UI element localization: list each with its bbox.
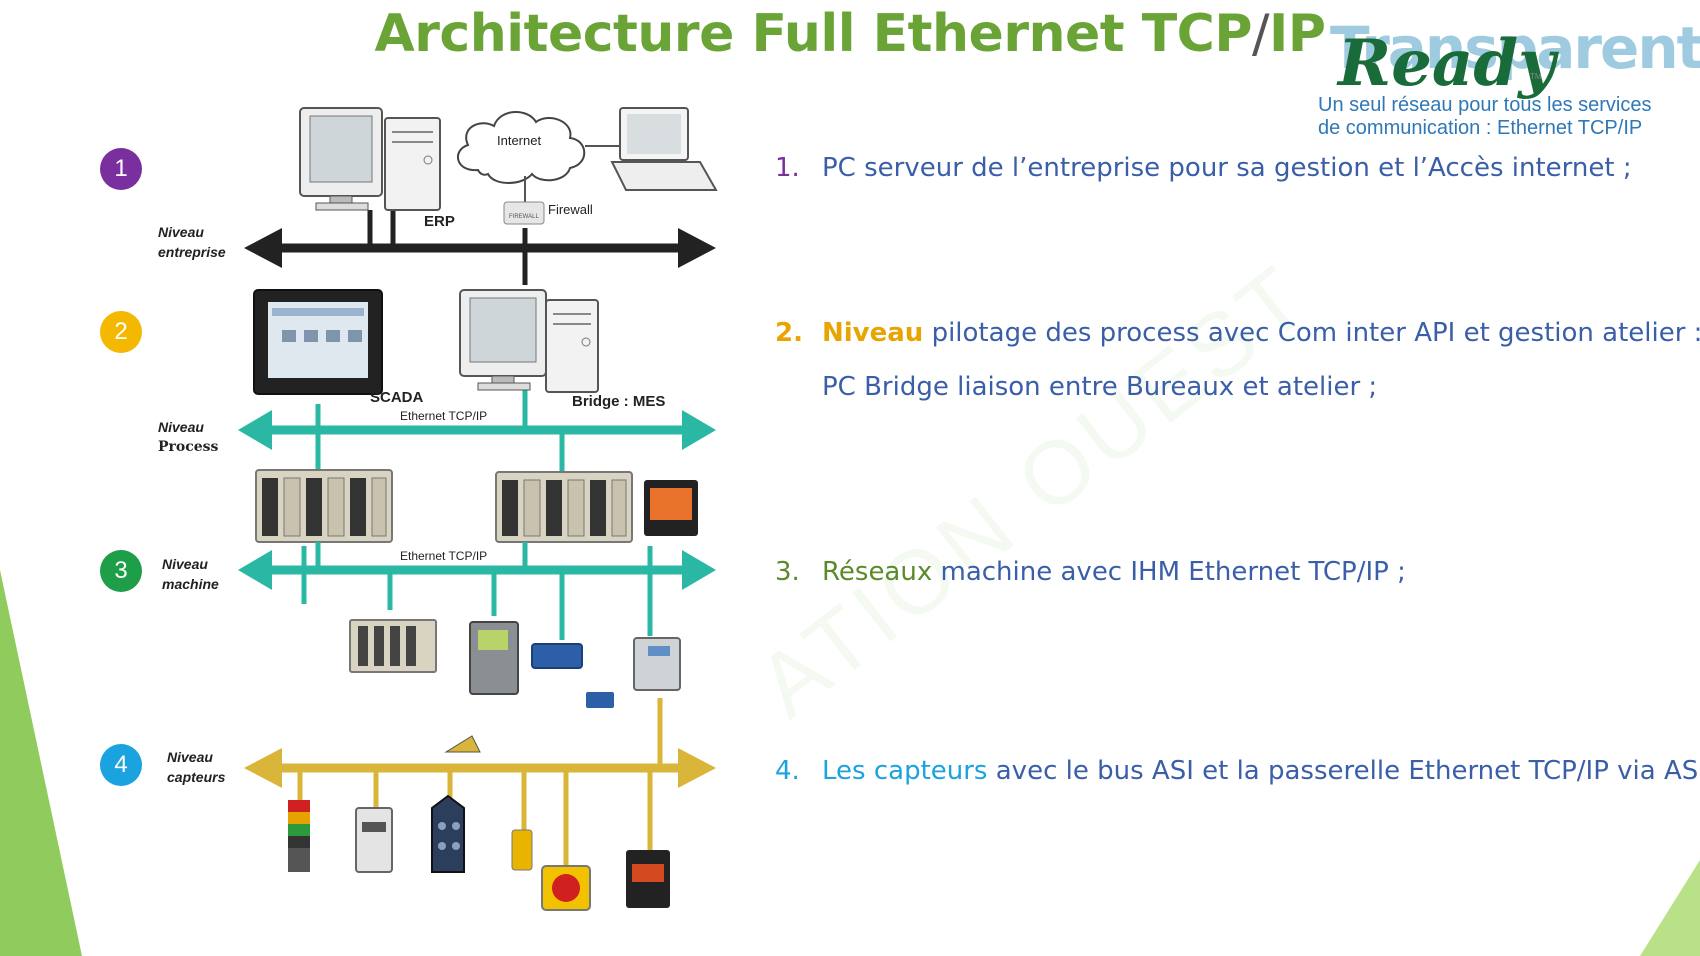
erp-pc-icon [299, 107, 441, 211]
network-switch-icon [531, 643, 614, 708]
process-bus [238, 390, 716, 472]
io-module-icon [349, 619, 437, 673]
logo-tm: TM [1530, 72, 1542, 81]
internet-label: Internet [497, 133, 541, 148]
level-label-line1: Niveau [167, 749, 213, 765]
erp-label: ERP [424, 213, 455, 230]
description-highlight: Les capteurs [822, 756, 988, 786]
firewall-icon [503, 176, 545, 225]
description-2: 2. Niveau pilotage des process avec Com i… [775, 315, 1700, 405]
emergency-stop-icon [541, 865, 591, 911]
laptop-icon [585, 107, 718, 191]
description-highlight: PC [822, 153, 856, 183]
ethernet-label-process: Ethernet TCP/IP [400, 409, 487, 423]
description-continuation: PC Bridge liaison entre Bureaux et ateli… [822, 372, 1378, 402]
plc-rack-icon-2 [495, 471, 633, 543]
safety-relay-icon [626, 850, 670, 908]
hmi-terminal-icon [644, 480, 698, 536]
description-text: serveur de l’entreprise pour sa gestion … [855, 153, 1632, 183]
level-label-line2: machine [162, 576, 219, 592]
level-label-capteurs: Niveau capteurs [167, 747, 225, 787]
transparent-ready-logo: Transparent Ready TM Un seul réseau pour… [1318, 6, 1700, 146]
firewall-box-label: FIREWALL [509, 214, 539, 220]
title-tail: IP [1268, 4, 1326, 64]
logo-word: Transparent [1330, 14, 1700, 82]
level-label-line2: capteurs [167, 769, 226, 785]
level-label-line1: Niveau [158, 224, 204, 240]
enterprise-bus [244, 210, 716, 285]
asi-bus [244, 698, 716, 866]
internet-cloud-icon [457, 111, 586, 184]
description-highlight: Niveau [822, 318, 924, 348]
io-splitter-box-icon [431, 794, 465, 873]
description-highlight: Réseaux [822, 557, 933, 587]
machine-bus [238, 542, 716, 640]
contactor-icon [355, 807, 393, 873]
asi-logo-icon [444, 735, 481, 753]
title-main: Architecture Full Ethernet TCP [374, 4, 1253, 64]
signal-tower-icon [288, 800, 310, 872]
level-badge-1: 1 [100, 148, 142, 190]
bridge-mes-label: Bridge : MES [572, 393, 665, 410]
title-slash: / [1251, 4, 1270, 64]
level-label-entreprise: Niveau entreprise [158, 222, 226, 262]
page-title: Architecture Full Ethernet TCP/IP [0, 4, 1700, 64]
level-label-machine: Niveau machine [162, 554, 219, 594]
level-badge-2: 2 [100, 311, 142, 353]
logo-tagline-line2: de communication : Ethernet TCP/IP [1318, 117, 1643, 139]
level-label-line1: Niveau [158, 419, 204, 435]
description-4: 4. Les capteurs avec le bus ASI et la pas… [775, 753, 1700, 789]
bridge-mes-pc-icon [459, 289, 599, 393]
description-text: pilotage des process avec Com inter API … [923, 318, 1700, 348]
level-label-line2: entreprise [158, 244, 226, 260]
level-label-line2: Process [158, 439, 219, 455]
description-number: 2. [775, 318, 803, 348]
description-number: 3. [775, 557, 800, 587]
level-label-line1: Niveau [162, 556, 208, 572]
plc-rack-icon-1 [255, 469, 393, 543]
description-3: 3. Réseaux machine avec IHM Ethernet TCP/… [775, 554, 1406, 590]
level-badge-3: 3 [100, 550, 142, 592]
logo-tagline-line1: Un seul réseau pour tous les services [1318, 94, 1652, 116]
variable-speed-drive-icon [469, 621, 519, 695]
logo-script: Ready [1338, 26, 1556, 101]
description-text: machine avec IHM Ethernet TCP/IP ; [932, 557, 1406, 587]
scada-label: SCADA [370, 389, 424, 406]
logo-tagline: Un seul réseau pour tous les services de… [1318, 94, 1698, 140]
description-number: 1. [775, 153, 800, 183]
level-badge-4: 4 [100, 744, 142, 786]
sensor-icon [511, 829, 533, 871]
description-1: 1. PC serveur de l’entreprise pour sa ges… [775, 150, 1632, 186]
description-text: avec le bus ASI et la passerelle Etherne… [987, 756, 1700, 786]
level-label-process: Niveau Process [158, 417, 218, 457]
firewall-label: Firewall [548, 202, 593, 217]
ethernet-label-machine: Ethernet TCP/IP [400, 549, 487, 563]
asi-gateway-icon [633, 637, 681, 691]
scada-panel-icon [253, 289, 383, 395]
description-number: 4. [775, 756, 800, 786]
